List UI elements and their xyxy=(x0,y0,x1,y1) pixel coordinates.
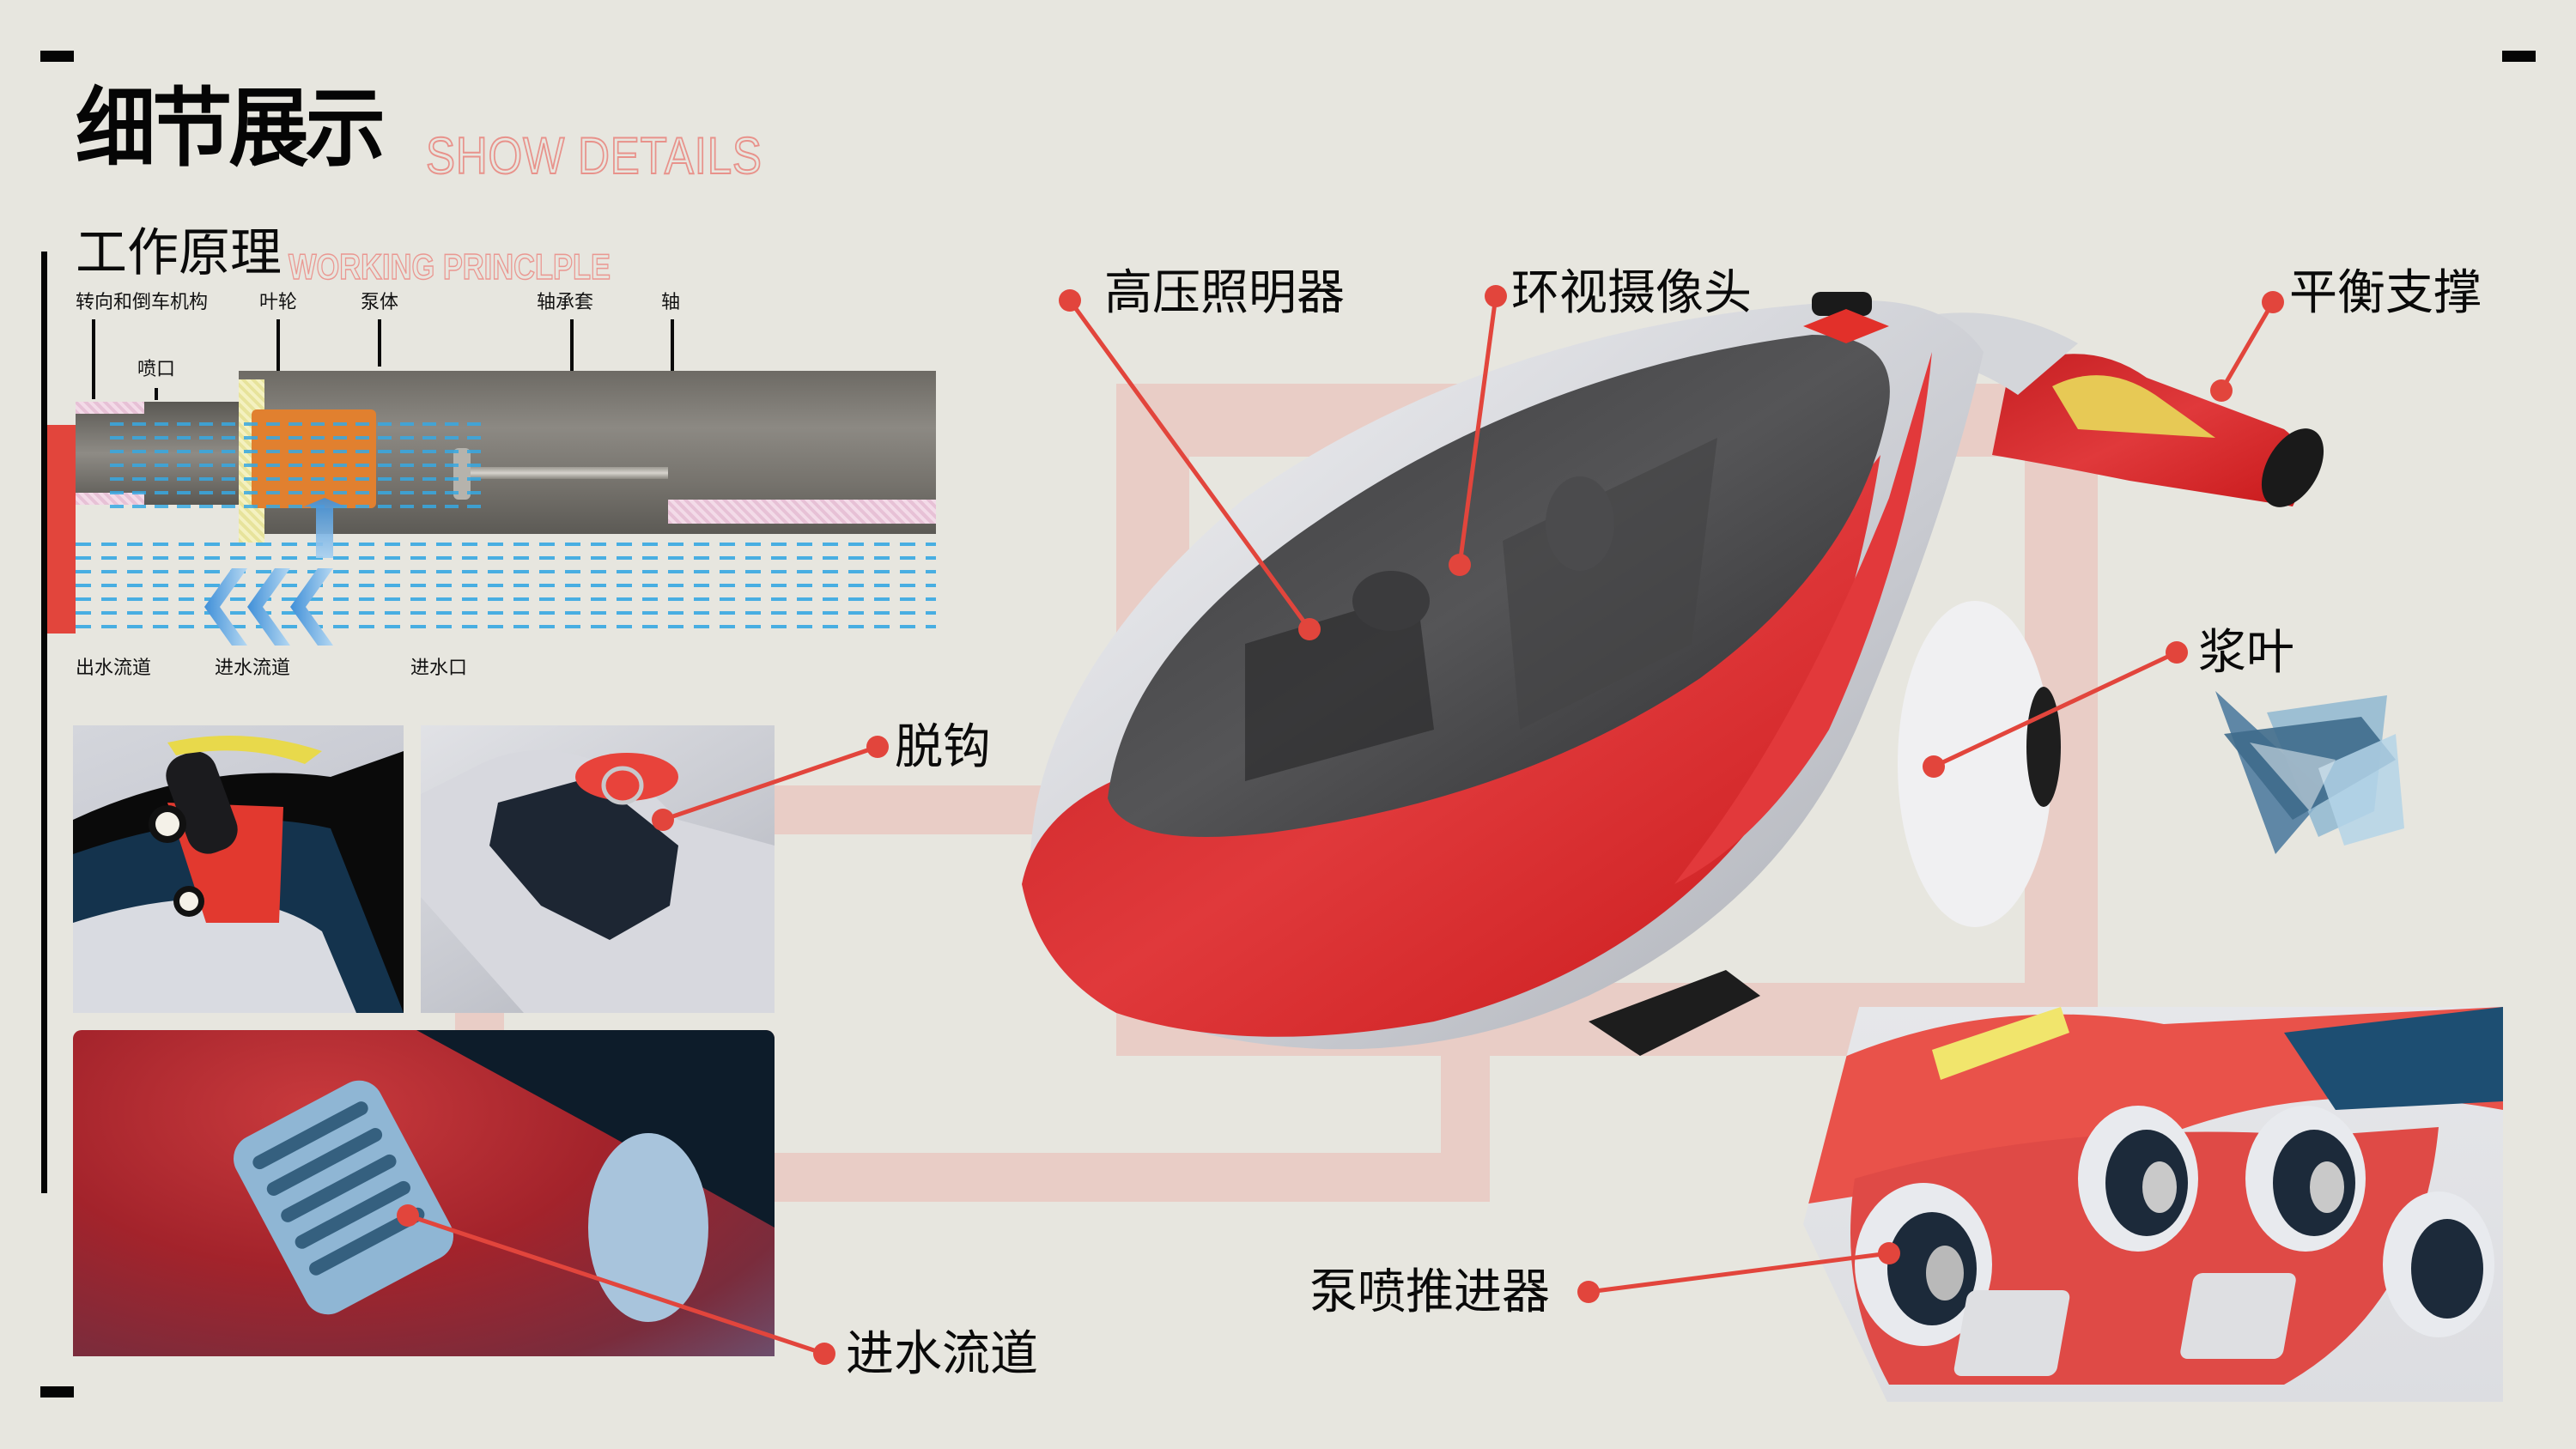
label-shaft: 轴 xyxy=(661,292,681,313)
label-nozzle: 喷口 xyxy=(137,359,176,380)
callout-pump-jet-thruster: 泵喷推进器 xyxy=(1309,1264,1550,1320)
callout-dot xyxy=(2166,641,2188,664)
release-hook-render xyxy=(421,750,775,1013)
callout-lighting: 高压照明器 xyxy=(1104,265,1345,321)
label-steering-reverse: 转向和倒车机构 xyxy=(76,292,209,313)
label-outlet-channel: 出水流道 xyxy=(76,658,152,679)
callout-balance-support: 平衡支撑 xyxy=(2289,265,2482,321)
intake-grille-render xyxy=(233,1030,775,1322)
corner-mark-top-right xyxy=(2502,51,2536,62)
leader-line xyxy=(155,388,158,400)
callout-dot xyxy=(1577,1281,1600,1303)
detail-photo-intake xyxy=(73,1030,775,1356)
shaft xyxy=(471,467,668,479)
corner-mark-bottom-left xyxy=(40,1386,74,1397)
callout-blade: 浆叶 xyxy=(2198,625,2294,681)
bearing-housing-hatch xyxy=(668,500,936,524)
callout-camera: 环视摄像头 xyxy=(1511,265,1752,321)
callout-dot xyxy=(813,1343,835,1365)
label-intake-channel: 进水流道 xyxy=(215,658,291,679)
page-title: 细节展示 xyxy=(76,78,386,179)
label-water-inlet: 进水口 xyxy=(410,658,468,679)
leader-line xyxy=(92,319,95,399)
callout-intake-channel: 进水流道 xyxy=(846,1326,1038,1382)
label-impeller: 叶轮 xyxy=(259,292,298,313)
internal-flow-lines xyxy=(110,422,488,508)
label-bearing-sleeve: 轴承套 xyxy=(537,292,594,313)
section-title-working-principle: 工作原理 xyxy=(76,223,282,283)
label-pump-body: 泵体 xyxy=(361,292,399,313)
callout-dot xyxy=(866,736,889,758)
pump-jet-cross-section-diagram xyxy=(76,371,936,646)
accent-red-bar xyxy=(47,425,76,634)
propeller-blade-render xyxy=(2215,691,2404,854)
section-title-working-principle-english: WORKING PRINCLPLE xyxy=(288,246,611,287)
page-title-english: SHOW DETAILS xyxy=(425,127,762,185)
nozzle-wall-hatch xyxy=(76,402,144,414)
detail-photo-pump-jet-thrusters xyxy=(1803,1007,2503,1402)
corner-mark-top-left xyxy=(40,51,74,62)
underwater-vehicle-render xyxy=(1022,292,2324,1056)
detail-photo-release-hook xyxy=(421,725,775,1013)
left-divider-line xyxy=(41,252,47,1193)
pump-jet-thrusters-render xyxy=(1803,1007,2503,1385)
callout-dot xyxy=(1485,285,1507,307)
lighting-module-render xyxy=(73,736,404,1013)
leader-line xyxy=(378,319,381,367)
callout-dot xyxy=(2262,291,2284,313)
callout-dot xyxy=(1059,289,1081,312)
flow-direction-chevrons-icon xyxy=(204,568,333,646)
detail-photo-lighting xyxy=(73,725,404,1013)
callout-release-hook: 脱钩 xyxy=(895,719,991,775)
